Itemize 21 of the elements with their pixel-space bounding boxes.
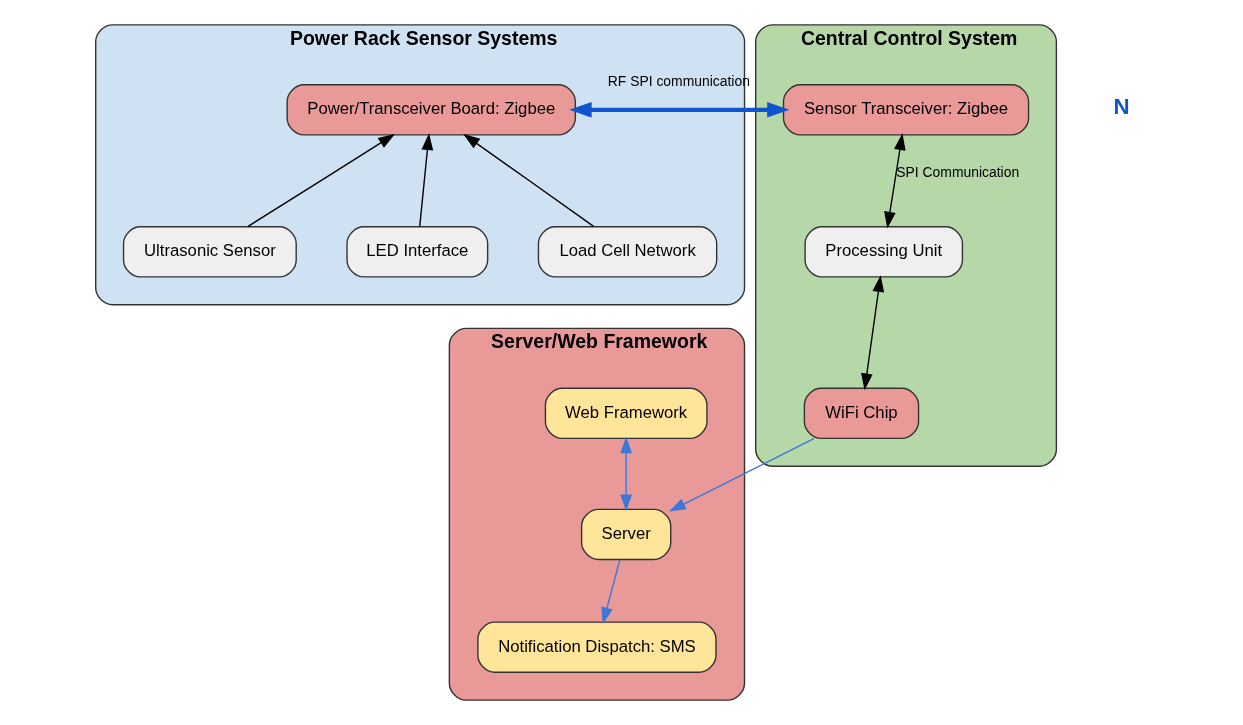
arrow: [418, 133, 433, 228]
arrow: [883, 133, 906, 229]
arrow: [462, 133, 594, 228]
label: N: [1112, 93, 1130, 119]
arrow: [600, 559, 621, 625]
arrow: [568, 101, 789, 118]
node-box: Power/Transceiver Board: Zigbee: [285, 84, 576, 136]
node-box: Sensor Transceiver: Zigbee: [782, 84, 1029, 136]
arrow: [860, 275, 884, 391]
node-box: Web Framework: [544, 387, 708, 440]
node-box: Load Cell Network: [537, 226, 717, 278]
arrow: [619, 436, 632, 512]
node-box: Server: [580, 508, 671, 561]
node-box: WiFi Chip: [803, 387, 919, 440]
node-box: Notification Dispatch: SMS: [476, 621, 717, 673]
edge-label: SPI Communication: [895, 163, 1019, 180]
node-box: Ultrasonic Sensor: [122, 226, 297, 278]
node-box: Processing Unit: [803, 226, 963, 278]
arrow: [246, 134, 395, 228]
arrow: [668, 437, 815, 512]
node-box: LED Interface: [345, 226, 488, 278]
